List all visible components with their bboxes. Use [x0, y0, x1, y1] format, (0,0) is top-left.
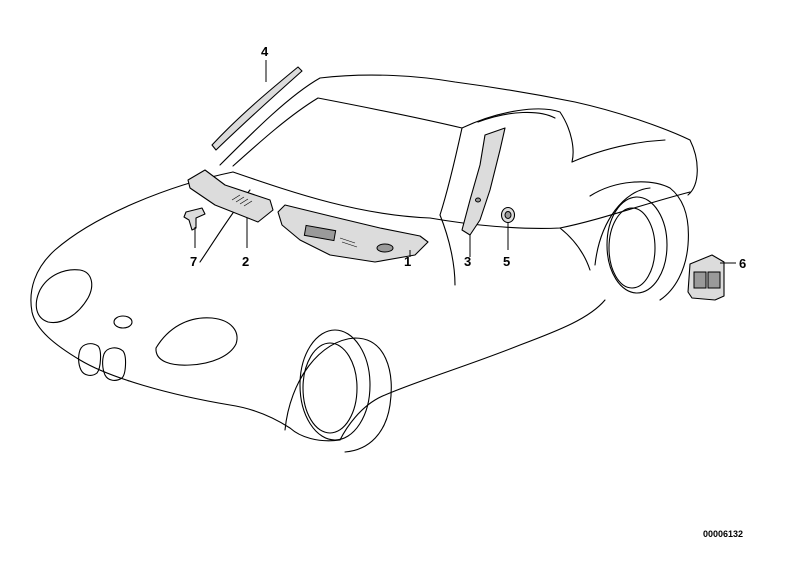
headlights — [35, 269, 238, 366]
callout-6: 6 — [739, 256, 746, 271]
windshield-seal-strip — [211, 66, 303, 151]
callout-1: 1 — [404, 254, 411, 269]
car-body-outline — [30, 74, 698, 442]
expanding-rivet — [183, 207, 206, 231]
rear-wheel — [594, 187, 668, 294]
a-pillar-trim — [461, 127, 506, 236]
callout-4: 4 — [261, 44, 269, 59]
callout-7: 7 — [190, 254, 197, 269]
hood-emblem — [113, 315, 133, 329]
ventilation-grille — [687, 254, 725, 301]
front-wheel — [284, 329, 392, 453]
callout-5: 5 — [503, 254, 510, 269]
cowl-panel-left — [187, 169, 274, 223]
callout-2: 2 — [242, 254, 249, 269]
grommet — [500, 206, 516, 224]
kidney-grilles — [78, 343, 127, 381]
document-number: 00006132 — [703, 529, 743, 539]
leader-lines — [194, 60, 736, 264]
cowl-panel-right — [277, 204, 429, 263]
callout-3: 3 — [464, 254, 471, 269]
